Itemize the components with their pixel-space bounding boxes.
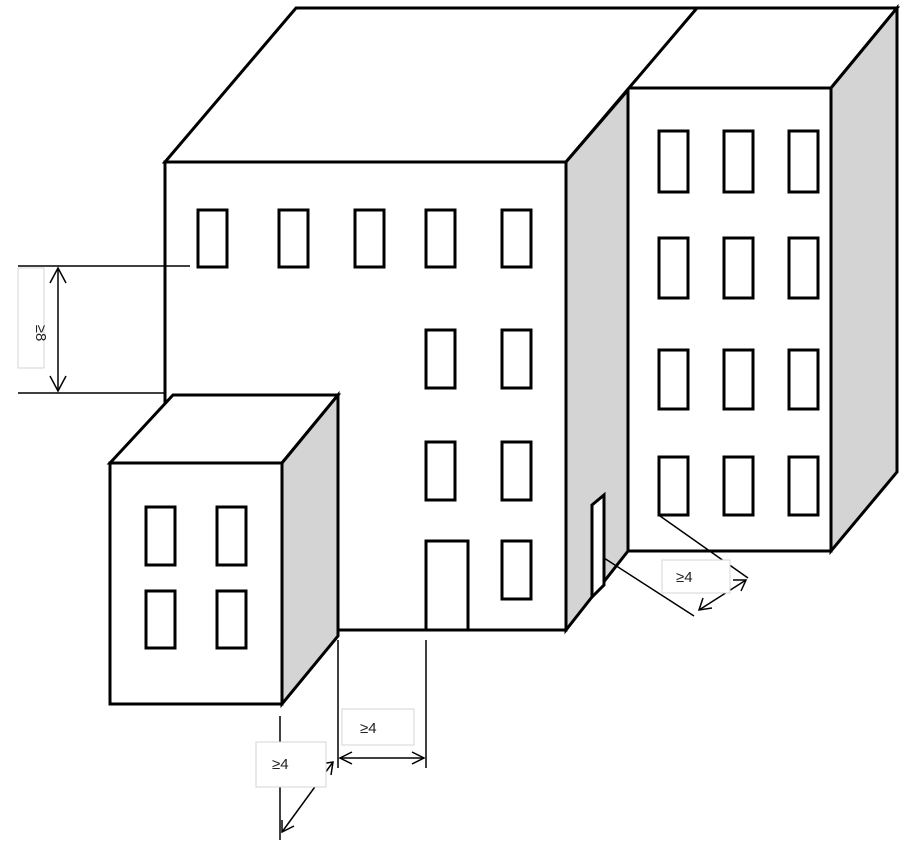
window (277, 208, 310, 269)
side-door (590, 491, 606, 601)
right-building-side (829, 3, 899, 556)
dimension-main-door: ≥4 (337, 640, 427, 768)
window (657, 455, 690, 517)
right-building (624, 3, 901, 556)
window (500, 208, 533, 269)
window (787, 236, 820, 300)
window (215, 589, 248, 650)
gap-small-label: ≥4 (272, 756, 289, 773)
right-building-windows (657, 129, 820, 517)
window (722, 129, 755, 194)
window (144, 589, 177, 650)
small-building (106, 390, 342, 709)
window (500, 539, 533, 601)
small-building-windows (144, 505, 248, 650)
vertical-gap-label: ≥8 (32, 325, 49, 342)
window (215, 505, 248, 567)
window (722, 348, 755, 411)
gap-door-label-box (341, 708, 415, 746)
window (424, 208, 457, 269)
window (196, 208, 229, 269)
dimension-right-building: ≥4 (603, 515, 749, 617)
window (657, 348, 690, 411)
window (144, 505, 177, 567)
gap-right-label-box (661, 559, 731, 594)
gap-right-label: ≥4 (676, 569, 693, 586)
window (353, 208, 386, 269)
dimension-vertical: ≥8 (17, 265, 190, 394)
window (722, 236, 755, 300)
window (722, 455, 755, 517)
window (787, 129, 820, 194)
window (657, 236, 690, 300)
small-building-front (108, 461, 284, 706)
window (657, 129, 690, 194)
window (500, 440, 533, 502)
window (424, 328, 457, 390)
main-building-door (424, 539, 470, 632)
window (424, 440, 457, 502)
vertical-gap-label-box (17, 267, 45, 369)
gap-small-label-box (255, 741, 327, 788)
dimension-small-to-main: ≥4 (255, 716, 334, 840)
gap-door-label: ≥4 (360, 720, 377, 737)
main-building-windows (196, 208, 533, 601)
window (787, 348, 820, 411)
window (787, 455, 820, 517)
window (500, 328, 533, 390)
